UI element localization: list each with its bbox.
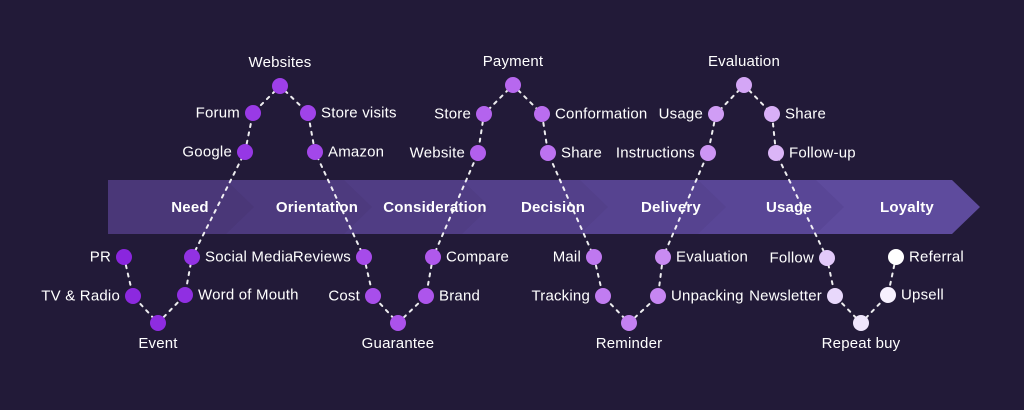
touchpoint-dot bbox=[700, 145, 716, 161]
touchpoint-dot bbox=[764, 106, 780, 122]
touchpoint-dot bbox=[470, 145, 486, 161]
touchpoint-dot bbox=[880, 287, 896, 303]
touchpoint-label: Event bbox=[138, 335, 178, 352]
touchpoint-label: Upsell bbox=[901, 286, 944, 304]
touchpoint-label: Repeat buy bbox=[821, 335, 901, 352]
touchpoint-label: Tracking bbox=[531, 287, 590, 305]
touchpoint-dot bbox=[534, 106, 550, 122]
touchpoint-label: Websites bbox=[248, 54, 312, 71]
touchpoint-label: Amazon bbox=[328, 143, 385, 161]
touchpoint-label: Referral bbox=[909, 248, 964, 266]
stage-label: Loyalty bbox=[880, 198, 934, 216]
touchpoint-label: Evaluation bbox=[676, 248, 749, 266]
touchpoint-dot bbox=[505, 77, 521, 93]
touchpoint-label: TV & Radio bbox=[41, 287, 120, 305]
touchpoint-label: Reminder bbox=[595, 335, 663, 352]
touchpoint-dot bbox=[888, 249, 904, 265]
touchpoint-label: Reviews bbox=[292, 248, 351, 266]
touchpoint-label: Brand bbox=[439, 287, 481, 305]
touchpoint-dot bbox=[655, 249, 671, 265]
touchpoint-label: Share bbox=[561, 144, 603, 162]
touchpoint-label: Payment bbox=[482, 53, 544, 70]
stage-label: Orientation bbox=[275, 198, 359, 216]
touchpoint-label: Usage bbox=[658, 105, 703, 123]
touchpoint-dot bbox=[650, 288, 666, 304]
touchpoint-label: Word of Mouth bbox=[198, 286, 299, 304]
stage-label: Decision bbox=[520, 198, 586, 216]
touchpoint-dot bbox=[595, 288, 611, 304]
touchpoint-label: Conformation bbox=[555, 105, 648, 123]
touchpoint-dot bbox=[853, 315, 869, 331]
stage-label: Consideration bbox=[383, 198, 487, 216]
touchpoint-label: Follow-up bbox=[789, 144, 856, 162]
touchpoint-label: Store visits bbox=[321, 104, 397, 122]
touchpoint-dot bbox=[184, 249, 200, 265]
touchpoint-dot bbox=[390, 315, 406, 331]
touchpoint-dot bbox=[150, 315, 166, 331]
touchpoint-dot bbox=[819, 250, 835, 266]
touchpoint-dot bbox=[272, 78, 288, 94]
touchpoint-dot bbox=[125, 288, 141, 304]
touchpoint-dot bbox=[356, 249, 372, 265]
touchpoint-label: Compare bbox=[446, 248, 510, 266]
touchpoint-dot bbox=[768, 145, 784, 161]
touchpoint-dot bbox=[540, 145, 556, 161]
touchpoint-label: Website bbox=[409, 144, 465, 162]
touchpoint-label: PR bbox=[89, 248, 111, 266]
touchpoint-label: Newsletter bbox=[749, 287, 822, 305]
touchpoint-dot bbox=[425, 249, 441, 265]
touchpoint-dot bbox=[708, 106, 724, 122]
touchpoint-dot bbox=[300, 105, 316, 121]
touchpoint-label: Social Media bbox=[205, 248, 294, 266]
touchpoint-dot bbox=[245, 105, 261, 121]
touchpoint-dot bbox=[736, 77, 752, 93]
touchpoint-label: Follow bbox=[769, 249, 814, 267]
touchpoint-label: Share bbox=[785, 105, 827, 123]
touchpoint-dot bbox=[418, 288, 434, 304]
touchpoint-label: Instructions bbox=[615, 144, 695, 162]
touchpoint-dot bbox=[237, 144, 253, 160]
touchpoint-label: Evaluation bbox=[707, 53, 781, 70]
touchpoint-label: Store bbox=[434, 105, 471, 123]
touchpoint-dot bbox=[621, 315, 637, 331]
touchpoint-dot bbox=[365, 288, 381, 304]
touchpoint-label: Google bbox=[182, 143, 232, 161]
touchpoint-label: Unpacking bbox=[671, 287, 744, 305]
stage-label: Need bbox=[171, 198, 209, 216]
touchpoint-label: Mail bbox=[552, 248, 581, 266]
touchpoint-dot bbox=[307, 144, 323, 160]
touchpoint-label: Cost bbox=[328, 287, 360, 305]
touchpoint-label: Guarantee bbox=[361, 335, 435, 352]
touchpoint-dot bbox=[586, 249, 602, 265]
touchpoint-dot bbox=[827, 288, 843, 304]
touchpoint-dot bbox=[476, 106, 492, 122]
touchpoint-dot bbox=[116, 249, 132, 265]
touchpoint-label: Forum bbox=[195, 104, 240, 122]
touchpoint-dot bbox=[177, 287, 193, 303]
